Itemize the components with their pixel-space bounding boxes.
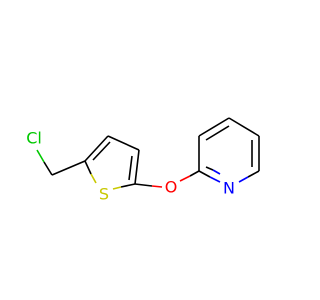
bond-c3-c2-double — [128, 155, 133, 181]
bond-o-pyr — [179, 170, 200, 182]
bond-cl-ch2 — [36, 149, 53, 176]
bond-pyr-n-c2-colored — [209, 176, 221, 183]
bond-c5-c4-double — [92, 141, 111, 161]
bond-c3-c2 — [134, 149, 140, 185]
structure-canvas: Cl S O N — [26, 117, 260, 204]
bond-pyr-n-c2 — [198, 170, 211, 178]
bond-c2-s-colored — [112, 186, 122, 190]
bond-ch2-c5 — [51, 160, 86, 176]
atom-sulfur: S — [99, 185, 109, 204]
bond-pyr-c6-n — [247, 170, 260, 178]
bond-c2-o — [134, 183, 163, 188]
bond-pyr-n-c2-double — [205, 166, 214, 171]
pyridine-ring — [198, 117, 260, 183]
bond-pyr-c6-n-colored — [238, 176, 249, 183]
bond-s-c5 — [84, 160, 92, 175]
bond-pyr-c4-c5 — [228, 117, 260, 137]
bond-s-c5-colored — [90, 173, 97, 184]
atom-chlorine: Cl — [26, 129, 42, 148]
bond-pyr-n-c2-double-colored — [212, 169, 221, 175]
atom-nitrogen: N — [223, 179, 235, 198]
bond-c5-c4 — [84, 135, 109, 162]
bond-pyr-c3-c4-double — [205, 125, 230, 141]
bond-c2-s — [120, 183, 136, 188]
bond-c4-c3 — [107, 135, 140, 151]
atom-oxygen: O — [165, 178, 178, 197]
bond-pyr-c3-c4 — [198, 117, 230, 137]
thiophene-ring — [84, 135, 140, 190]
